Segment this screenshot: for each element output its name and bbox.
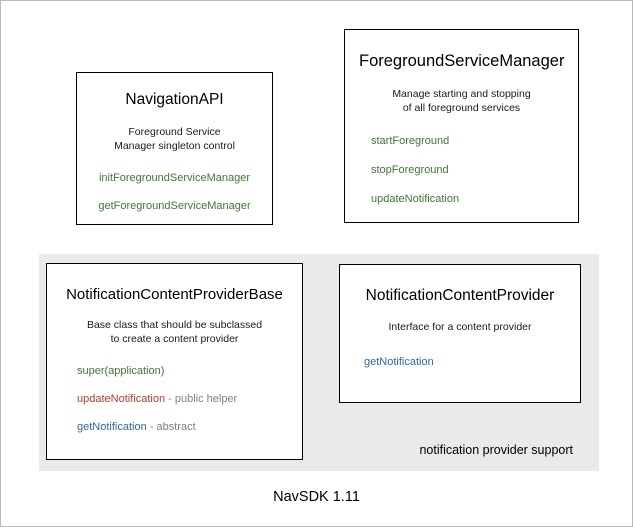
group-panel-label: notification provider support — [419, 443, 573, 457]
description-line-2: Manager singleton control — [114, 139, 235, 152]
member-item[interactable]: startForeground — [371, 135, 564, 149]
member-list-navigation-api: initForegroundServiceManager getForegrou… — [87, 172, 262, 214]
class-box-navigation-api[interactable]: NavigationAPI Foreground Service Manager… — [76, 72, 273, 225]
footer-version-label: NavSDK 1.11 — [273, 489, 360, 505]
member-name: updateNotification — [77, 393, 166, 406]
description-line-1: Base class that should be subclassed — [86, 319, 263, 331]
class-description-notification-content-provider: Interface for a content provider — [350, 320, 570, 334]
member-list-notification-content-provider: getNotification — [350, 356, 570, 370]
class-title-foreground-service-manager: ForegroundServiceManager — [359, 52, 565, 70]
class-title-notification-content-provider-base: NotificationContentProviderBase — [66, 286, 283, 303]
class-description-foreground-service-manager: Manage starting and stopping of all fore… — [359, 87, 564, 115]
class-title-navigation-api: NavigationAPI — [125, 91, 224, 108]
member-item[interactable]: getForegroundServiceManager — [87, 200, 262, 214]
member-name: initForegroundServiceManager — [98, 171, 251, 184]
member-item[interactable]: updateNotification - public helper — [77, 393, 292, 407]
member-item[interactable]: getNotification — [364, 356, 570, 370]
member-note: - public helper — [165, 393, 238, 406]
description-line-1: Interface for a content provider — [388, 320, 532, 333]
member-item[interactable]: super(application) — [77, 365, 292, 379]
member-list-notification-content-provider-base: super(application) updateNotification - … — [57, 365, 292, 434]
member-name: super(application) — [77, 365, 165, 378]
member-name: stopForeground — [371, 163, 449, 176]
member-item[interactable]: getNotification - abstract — [77, 421, 292, 435]
member-item[interactable]: initForegroundServiceManager — [87, 172, 262, 186]
member-name: getForegroundServiceManager — [98, 199, 251, 212]
class-box-notification-content-provider[interactable]: NotificationContentProvider Interface fo… — [339, 264, 581, 403]
class-box-foreground-service-manager[interactable]: ForegroundServiceManager Manage starting… — [344, 29, 579, 223]
member-name: startForeground — [371, 135, 450, 148]
description-line-1: Manage starting and stopping — [392, 87, 531, 100]
member-name: updateNotification — [371, 192, 460, 205]
member-note: - abstract — [146, 420, 196, 433]
class-box-notification-content-provider-base[interactable]: NotificationContentProviderBase Base cla… — [46, 263, 303, 460]
member-item[interactable]: stopForeground — [371, 164, 564, 178]
class-title-notification-content-provider: NotificationContentProvider — [365, 287, 555, 304]
member-name: getNotification — [77, 420, 147, 433]
description-line-1: Foreground Service — [128, 125, 221, 138]
member-item[interactable]: updateNotification — [371, 193, 564, 207]
class-description-notification-content-provider-base: Base class that should be subclassed to … — [57, 318, 292, 346]
member-list-foreground-service-manager: startForeground stopForeground updateNot… — [359, 135, 564, 206]
class-description-navigation-api: Foreground Service Manager singleton con… — [87, 125, 262, 153]
description-line-2: of all foreground services — [402, 101, 521, 114]
member-name: getNotification — [364, 355, 434, 368]
description-line-2: to create a content provider — [110, 333, 239, 346]
